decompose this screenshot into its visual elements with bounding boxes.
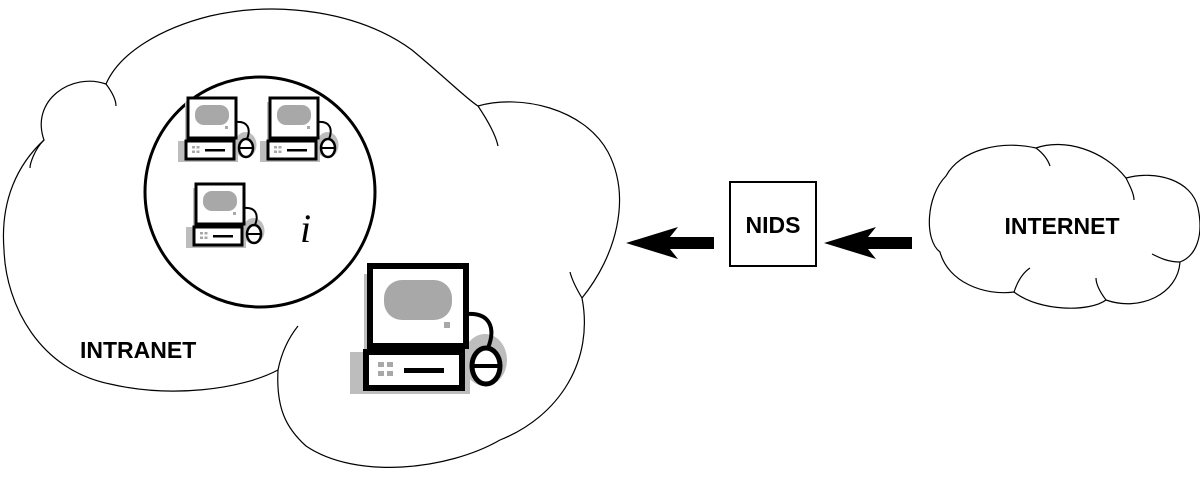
subnet-circle [143,75,377,309]
arrow-left-icon [626,227,714,259]
intranet-label: INTRANET [80,337,196,363]
arrow-left-icon [824,227,912,259]
nids-label: NIDS [746,212,801,238]
subnet-label: i [300,206,311,251]
internet-label: INTERNET [1005,213,1120,239]
internet-cloud [928,144,1200,309]
nids-box [729,181,817,267]
